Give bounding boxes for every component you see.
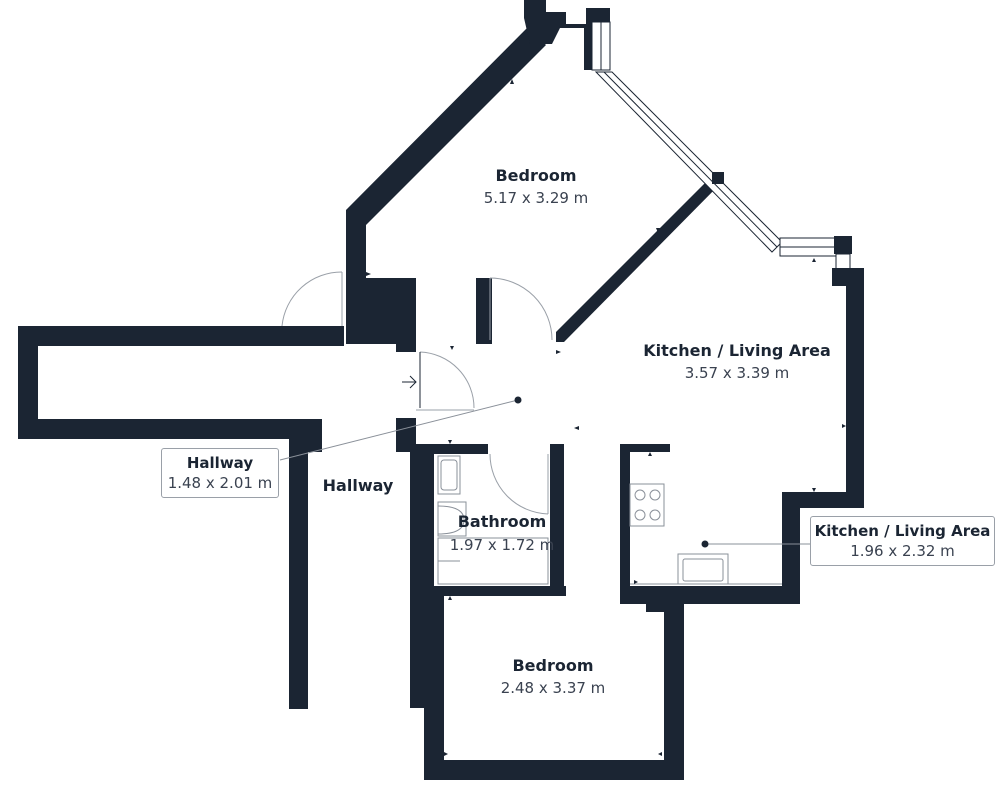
kitchen-callout: Kitchen / Living Area 1.96 x 2.32 m	[810, 516, 995, 566]
kitchen-fixtures	[629, 483, 782, 585]
dimension-ticks	[366, 79, 846, 756]
bathroom-fixtures	[437, 455, 549, 585]
kitchen-main-dims: 3.57 x 3.39 m	[685, 364, 790, 382]
kitchen-walls	[620, 268, 864, 780]
bedroom-bottom-dims: 2.48 x 3.37 m	[501, 679, 606, 697]
bathroom-name: Bathroom	[458, 512, 547, 531]
windows	[591, 21, 852, 271]
kitchen-main-name: Kitchen / Living Area	[643, 341, 831, 360]
bedroom-bottom-name: Bedroom	[512, 656, 593, 675]
bedroom-top-name: Bedroom	[495, 166, 576, 185]
doors	[281, 271, 553, 515]
bedroom-top-dims: 5.17 x 3.29 m	[484, 189, 589, 207]
bathroom-dims: 1.97 x 1.72 m	[450, 536, 555, 554]
hallway-callout: Hallway 1.48 x 2.01 m	[161, 448, 279, 498]
corridor-walls	[18, 326, 344, 709]
top-bedroom-walls	[346, 0, 722, 352]
leader-lines	[279, 396, 812, 548]
hallway-callout-name: Hallway	[186, 454, 254, 472]
kitchen-callout-name: Kitchen / Living Area	[814, 522, 991, 540]
hallway-callout-dims: 1.48 x 2.01 m	[167, 474, 273, 492]
bathroom-walls	[396, 418, 684, 780]
hallway-name: Hallway	[323, 476, 394, 495]
kitchen-callout-dims: 1.96 x 2.32 m	[850, 542, 955, 560]
